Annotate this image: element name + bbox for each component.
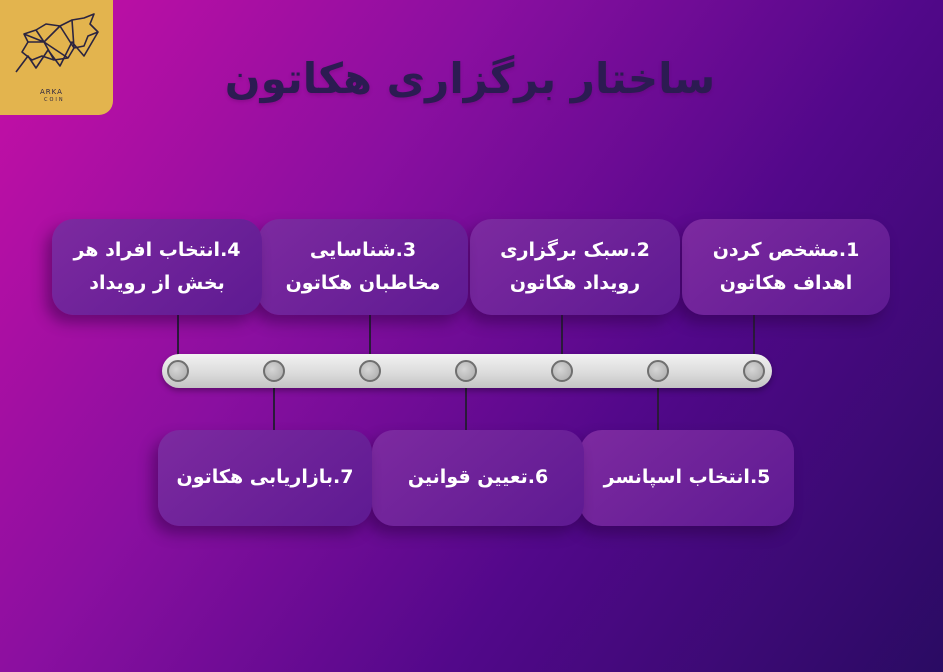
- connector-1: [753, 300, 755, 364]
- logo-brand: ARKA: [40, 88, 63, 96]
- step-2-line2: رویداد هکاتون: [509, 272, 641, 294]
- connector-4: [177, 300, 179, 364]
- timeline-dot-1: [743, 360, 765, 382]
- step-card-5: 5.انتخاب اسپانسر: [580, 430, 794, 526]
- logo: ARKA COIN: [0, 0, 113, 115]
- page-title: ساختار برگزاری هکاتون: [224, 54, 716, 103]
- step-1-line2: اهداف هکاتون: [719, 272, 853, 294]
- step-4-line2: بخش از رویداد: [89, 272, 225, 294]
- connector-7: [273, 378, 275, 438]
- timeline-dot-3: [359, 360, 381, 382]
- step-card-4: 4.انتخاب افراد هر بخش از رویداد: [52, 219, 262, 315]
- step-3-line1: 3.شناسایی: [309, 238, 417, 261]
- step-3-line2: مخاطبان هکاتون: [285, 272, 441, 294]
- timeline-dot-7: [263, 360, 285, 382]
- connector-5: [657, 378, 659, 438]
- timeline-dot-5: [647, 360, 669, 382]
- timeline-dot-2: [551, 360, 573, 382]
- step-7-line1: 7.بازاریابی هکاتون: [176, 466, 354, 489]
- connector-3: [369, 300, 371, 364]
- step-card-7: 7.بازاریابی هکاتون: [158, 430, 372, 526]
- step-6-line1: 6.تعیین قوانین: [407, 466, 549, 489]
- step-4-line1: 4.انتخاب افراد هر: [73, 238, 241, 261]
- step-card-2: 2.سبک برگزاری رویداد هکاتون: [470, 219, 680, 315]
- step-card-3: 3.شناسایی مخاطبان هکاتون: [258, 219, 468, 315]
- connector-6: [465, 378, 467, 438]
- step-card-1: 1.مشخص کردن اهداف هکاتون: [682, 219, 890, 315]
- step-card-6: 6.تعیین قوانین: [372, 430, 584, 526]
- connector-2: [561, 300, 563, 364]
- step-2-line1: 2.سبک برگزاری: [500, 238, 650, 261]
- step-5-line1: 5.انتخاب اسپانسر: [603, 466, 771, 489]
- step-1-line1: 1.مشخص کردن: [712, 238, 860, 261]
- bull-logo-icon: [15, 13, 99, 73]
- timeline-dot-4: [167, 360, 189, 382]
- logo-sub: COIN: [44, 97, 65, 103]
- timeline-dot-6: [455, 360, 477, 382]
